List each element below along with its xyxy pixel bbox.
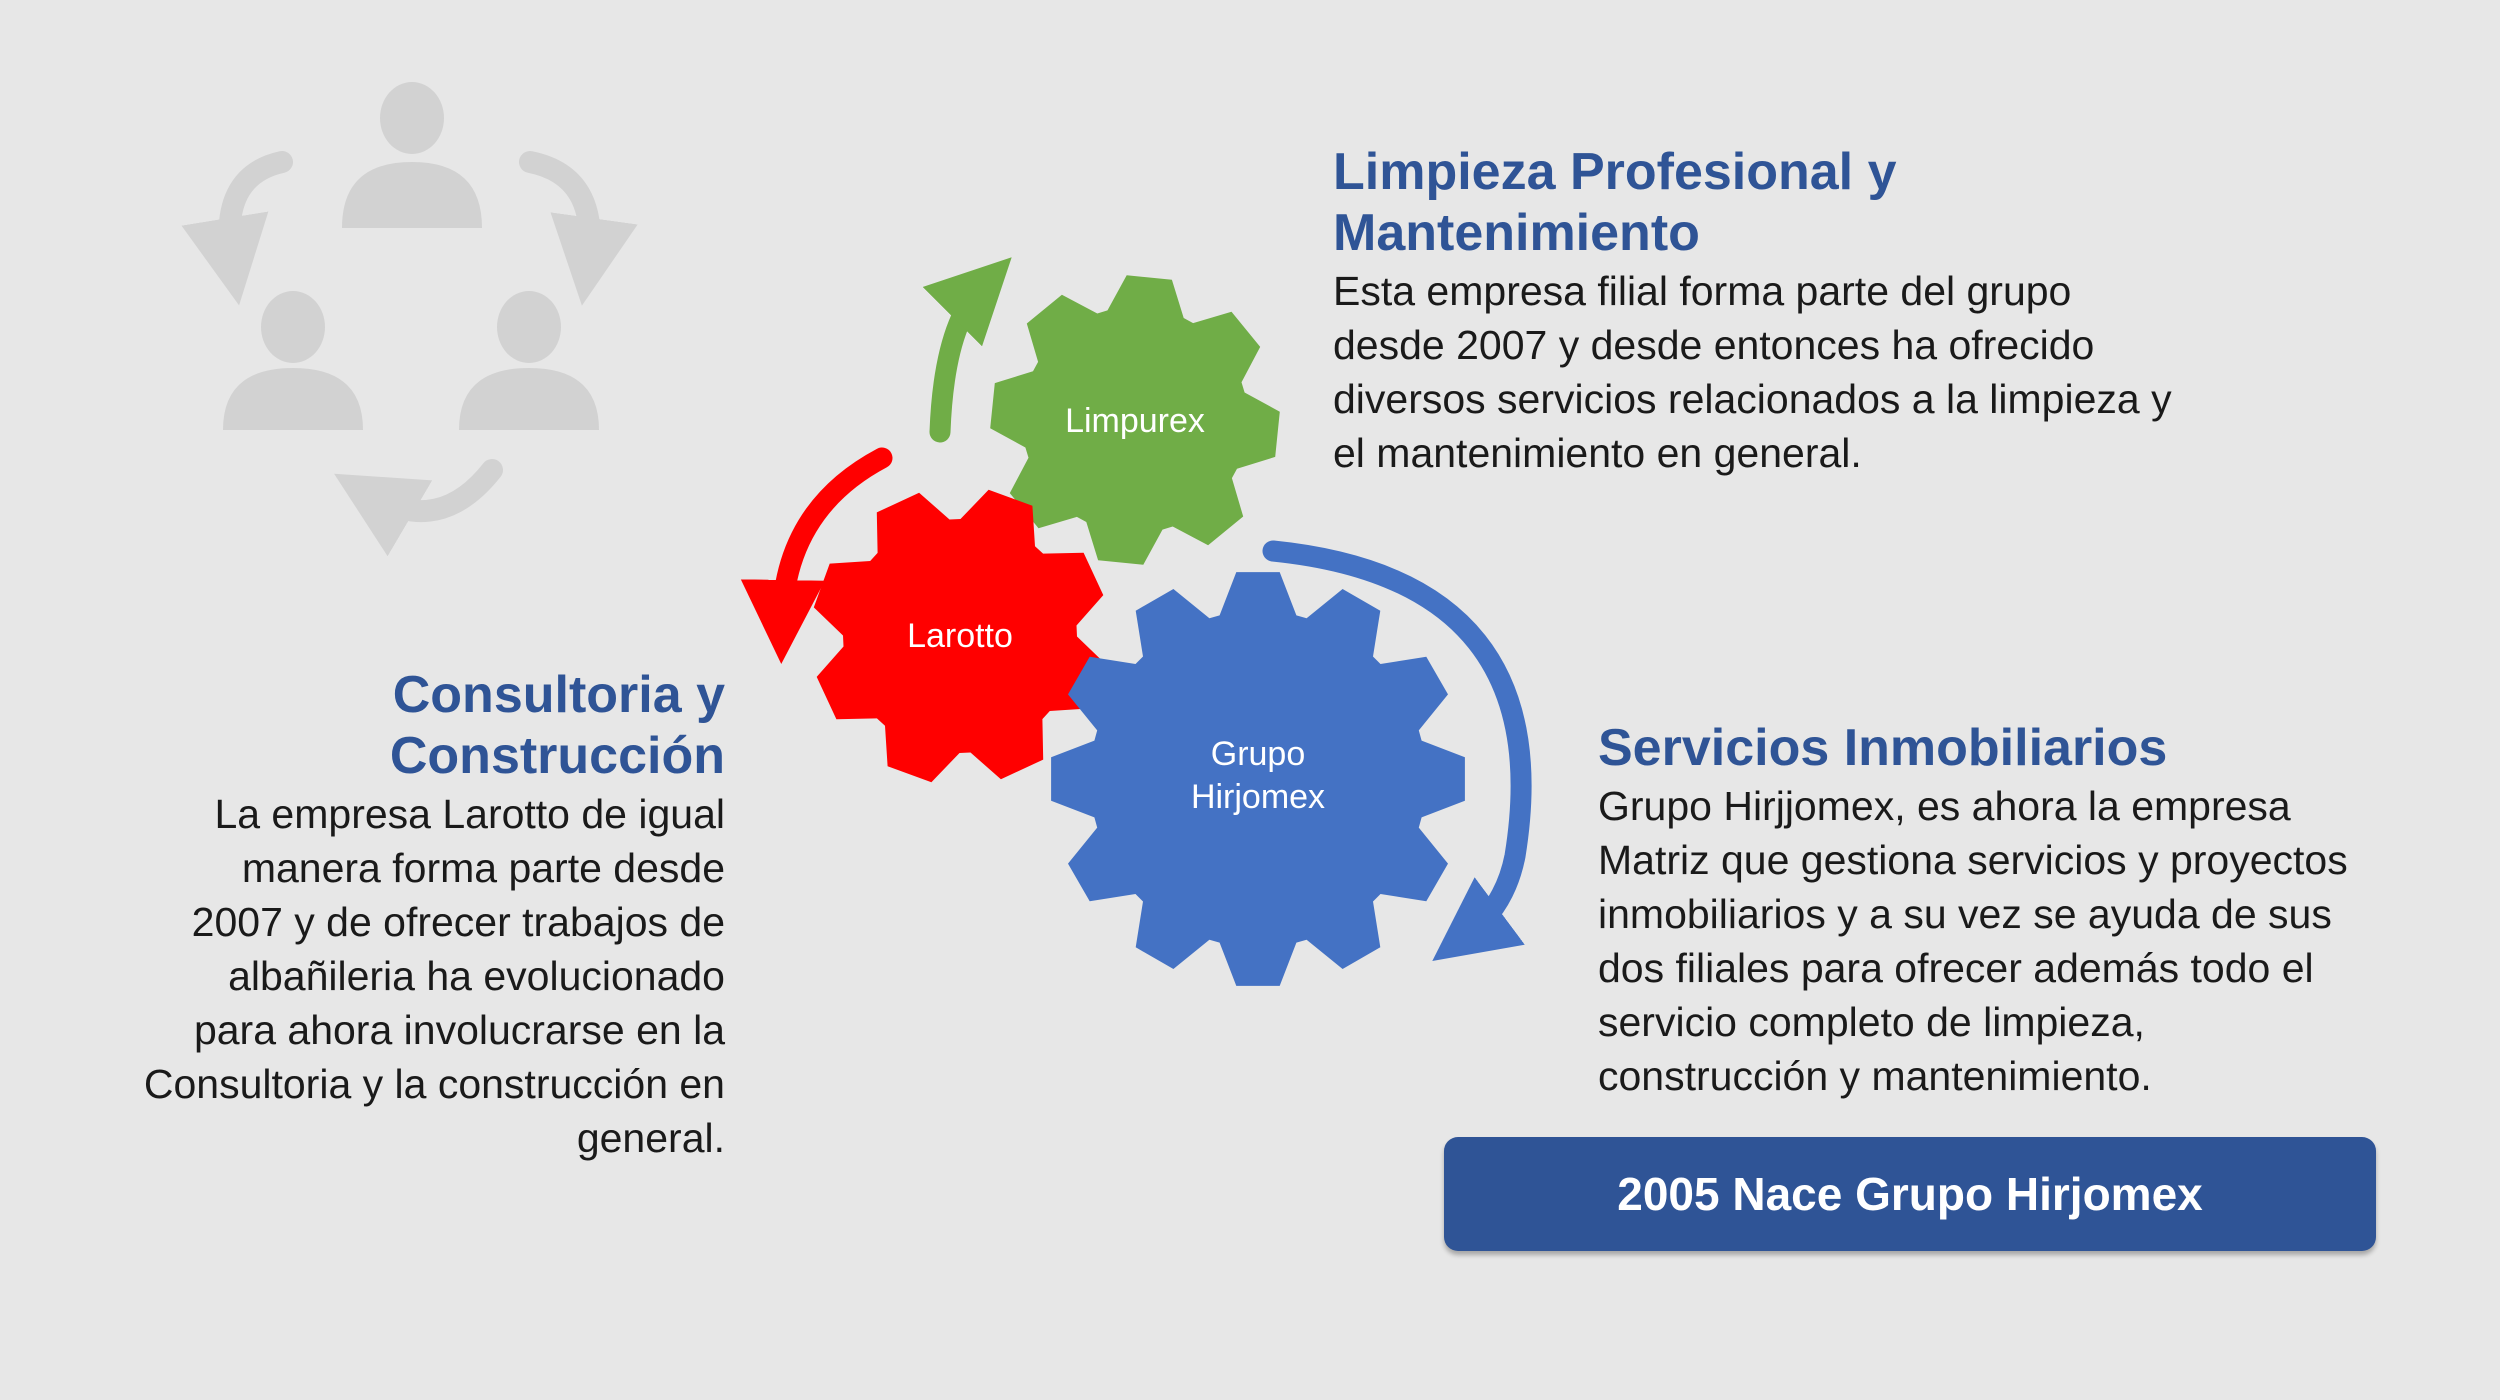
- limpieza-text-line: el mantenimiento en general.: [1333, 430, 1862, 476]
- consultoria-heading: Consultoria y Construcción: [60, 665, 725, 787]
- consultoria-heading-line: Consultoria y: [392, 666, 725, 724]
- consultoria-section: Consultoria y Construcción La empresa La…: [60, 665, 725, 1165]
- servicios-text-line: servicio completo de limpieza,: [1598, 999, 2145, 1045]
- consultoria-heading-line: Construcción: [389, 727, 725, 785]
- founded-banner: 2005 Nace Grupo Hirjomex: [1444, 1137, 2376, 1251]
- hirjomex-gear-shape: [1051, 572, 1465, 986]
- servicios-text-line: inmobiliarios y a su vez se ayuda de sus: [1598, 891, 2332, 937]
- consultoria-text-line: Consultoria y la construcción en: [143, 1061, 725, 1107]
- limpieza-heading: Limpieza Profesional y Mantenimiento: [1333, 142, 2293, 264]
- servicios-heading: Servicios Inmobiliarios: [1598, 719, 2168, 777]
- servicios-text-line: Grupo Hirjjomex, es ahora la empresa: [1598, 783, 2291, 829]
- person-icon: [459, 291, 599, 430]
- limpurex-gear: Limpurex: [990, 275, 1280, 565]
- cycle-arrow-icon: [519, 151, 638, 306]
- hirjomex-gear-label-line1: Grupo: [1211, 735, 1306, 773]
- consultoria-text-line: para ahora involucrarse en la: [193, 1007, 725, 1053]
- limpieza-section: Limpieza Profesional y Mantenimiento Est…: [1333, 142, 2293, 480]
- consultoria-text-line: manera forma parte desde: [241, 845, 725, 891]
- limpurex-gear-label: Limpurex: [1065, 402, 1205, 440]
- person-icon: [223, 291, 363, 430]
- consultoria-description: La empresa Larotto de igual manera forma…: [60, 787, 725, 1165]
- blue-curved-arrow: [1262, 540, 1532, 962]
- servicios-text-line: construcción y mantenimiento.: [1598, 1053, 2152, 1099]
- red-curved-arrow: [740, 447, 893, 664]
- servicios-description: Grupo Hirjjomex, es ahora la empresa Mat…: [1598, 779, 2478, 1103]
- limpieza-description: Esta empresa filial forma parte del grup…: [1333, 264, 2293, 480]
- hirjomex-gear: Grupo Hirjomex: [1051, 572, 1465, 986]
- limpieza-heading-line: Mantenimiento: [1333, 204, 1700, 262]
- founded-banner-label: 2005 Nace Grupo Hirjomex: [1617, 1168, 2203, 1220]
- servicios-text-line: Matriz que gestiona servicios y proyecto…: [1598, 837, 2348, 883]
- larotto-gear-label: Larotto: [907, 617, 1013, 655]
- consultoria-text-line: general.: [576, 1115, 725, 1161]
- cycle-arrow-icon: [334, 459, 503, 557]
- consultoria-text-line: La empresa Larotto de igual: [214, 791, 725, 837]
- consultoria-text-line: 2007 y de ofrecer trabajos de: [191, 899, 725, 945]
- larotto-gear-shape: [813, 489, 1107, 783]
- person-icon: [342, 82, 482, 228]
- cycle-arrow-icon: [181, 151, 293, 306]
- servicios-text-line: dos filiales para ofrecer además todo el: [1598, 945, 2314, 991]
- people-cycle-icon: [181, 82, 638, 557]
- limpurex-gear-shape: [990, 275, 1280, 565]
- limpieza-text-line: diversos servicios relacionados a la lim…: [1333, 376, 2172, 422]
- hirjomex-gear-label-line2: Hirjomex: [1191, 778, 1325, 816]
- green-curved-arrow: [922, 257, 1012, 443]
- limpieza-heading-line: Limpieza Profesional y: [1333, 143, 1897, 201]
- limpieza-text-line: Esta empresa filial forma parte del grup…: [1333, 268, 2072, 314]
- limpieza-text-line: desde 2007 y desde entonces ha ofrecido: [1333, 322, 2095, 368]
- consultoria-text-line: albañileria ha evolucionado: [228, 953, 725, 999]
- larotto-gear: Larotto: [813, 489, 1107, 783]
- servicios-section: Servicios Inmobiliarios Grupo Hirjjomex,…: [1598, 718, 2478, 1103]
